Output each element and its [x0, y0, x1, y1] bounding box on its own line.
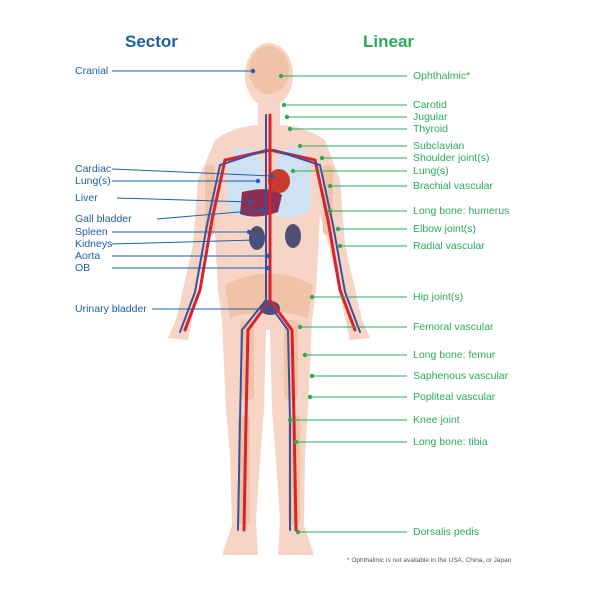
linear-leader-dot: [307, 394, 313, 400]
sector-leader-line: [156, 209, 263, 220]
linear-leader-dot: [297, 143, 303, 149]
label-long-bone-tibia: Long bone: tibia: [413, 436, 488, 448]
sector-leader-dot: [247, 199, 253, 205]
sector-leader-dot: [259, 207, 265, 213]
linear-leader-dot: [278, 73, 284, 79]
footnote: * Ophthalmic is not available in the USA…: [347, 557, 512, 564]
sector-leader-dot: [250, 68, 256, 74]
linear-leader-dot: [335, 226, 341, 232]
label-hip-joints: Hip joint(s): [413, 291, 464, 303]
label-brachial-vascular: Brachial vascular: [413, 180, 493, 192]
label-radial-vascular: Radial vascular: [413, 240, 485, 252]
label-spleen: Spleen: [75, 226, 108, 238]
label-jugular: Jugular: [413, 111, 448, 123]
linear-leader-dot: [284, 114, 290, 120]
label-cranial: Cranial: [75, 65, 109, 77]
label-lungs-linear: Lung(s): [413, 165, 449, 177]
linear-leader-dot: [287, 126, 293, 132]
sector-leader-dot: [265, 253, 271, 259]
linear-leader-dot: [309, 294, 315, 300]
label-kidneys: Kidneys: [75, 238, 113, 250]
label-gall-bladder: Gall bladder: [75, 213, 132, 225]
label-lungs-sector: Lung(s): [75, 175, 111, 187]
linear-leader-dot: [281, 102, 287, 108]
linear-heading: Linear: [363, 32, 415, 51]
sector-leader-line: [111, 239, 258, 245]
veins: [179, 114, 361, 531]
sector-leader-dot: [246, 229, 252, 235]
label-subclavian: Subclavian: [413, 140, 465, 152]
label-knee-joint: Knee joint: [413, 414, 460, 426]
linear-leader-dot: [309, 373, 315, 379]
sector-leader-line: [111, 168, 273, 177]
label-urinary-bladder: Urinary bladder: [75, 303, 147, 315]
label-long-bone-humerus: Long bone: humerus: [413, 205, 510, 217]
label-aorta: Aorta: [75, 250, 101, 262]
label-thyroid: Thyroid: [413, 123, 449, 135]
sector-leader-dot: [255, 178, 261, 184]
linear-leader-dot: [319, 155, 325, 161]
linear-leader-dot: [290, 168, 296, 174]
label-liver: Liver: [75, 192, 98, 204]
linear-leader-dot: [337, 243, 343, 249]
kidney-right: [285, 224, 301, 248]
arteries: [183, 113, 357, 532]
label-ophthalmic: Ophthalmic*: [413, 70, 471, 82]
label-carotid: Carotid: [413, 99, 447, 111]
linear-leader-dot: [327, 183, 333, 189]
linear-leader-dot: [295, 529, 301, 535]
label-elbow-joints: Elbow joint(s): [413, 223, 477, 235]
label-cardiac: Cardiac: [75, 163, 112, 175]
label-femoral-vascular: Femoral vascular: [413, 321, 494, 333]
linear-leader-dot: [297, 324, 303, 330]
sector-leader-dot: [262, 306, 268, 312]
sector-leader-line: [116, 197, 251, 203]
label-popliteal-vascular: Popliteal vascular: [413, 391, 496, 403]
linear-leader-dot: [287, 417, 293, 423]
sector-leader-dot: [254, 237, 260, 243]
label-saphenous-vascular: Saphenous vascular: [413, 370, 509, 382]
label-dorsalis-pedis: Dorsalis pedis: [413, 526, 479, 538]
linear-leader-dot: [327, 208, 333, 214]
label-shoulder-joints: Shoulder joint(s): [413, 152, 490, 164]
sector-leader-dot: [265, 265, 271, 271]
liver: [240, 189, 282, 217]
label-ob: OB: [75, 262, 91, 274]
sector-leader-dot: [269, 173, 275, 179]
linear-leader-dot: [302, 352, 308, 358]
linear-leader-dot: [293, 439, 299, 445]
sector-heading: Sector: [125, 32, 178, 51]
label-long-bone-femur: Long bone: femur: [413, 349, 496, 361]
